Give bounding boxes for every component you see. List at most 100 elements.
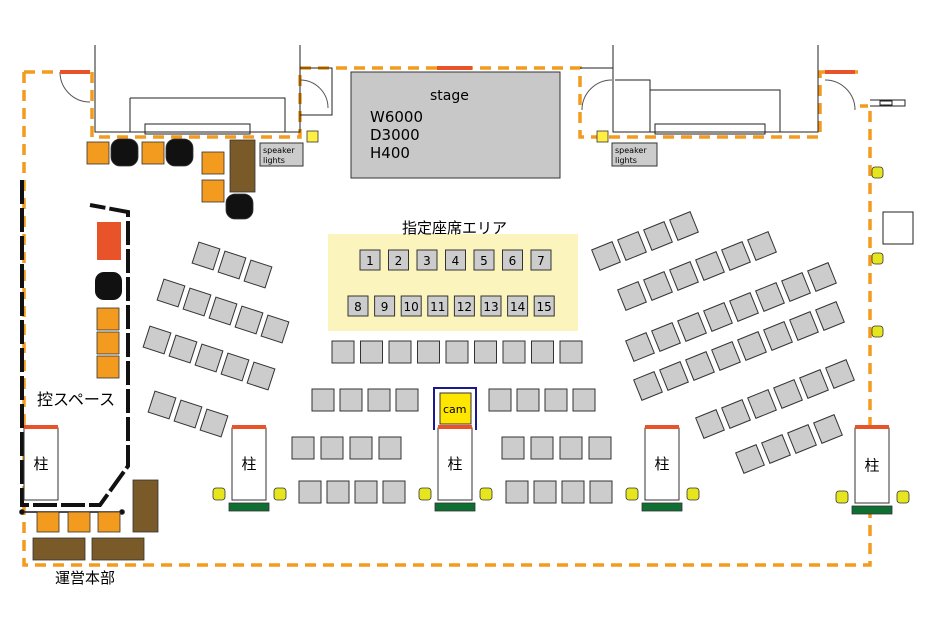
lamp bbox=[835, 490, 849, 504]
audience-seat bbox=[677, 312, 707, 342]
audience-seat bbox=[531, 340, 554, 364]
left-room bbox=[59, 45, 333, 135]
audience-seat bbox=[360, 340, 383, 364]
audience-seat bbox=[755, 282, 785, 312]
audience-seat bbox=[246, 361, 276, 391]
svg-text:lights: lights bbox=[615, 156, 637, 165]
audience-seat bbox=[417, 340, 440, 364]
audience-seat bbox=[721, 241, 751, 271]
camera-platform: cam bbox=[433, 387, 477, 430]
waiting-space-label: 控スペース bbox=[37, 390, 115, 409]
audience-seat bbox=[685, 351, 715, 381]
reserved-seat: 7 bbox=[530, 249, 552, 271]
audience-seat bbox=[501, 436, 525, 460]
pillar: 柱 bbox=[437, 425, 473, 501]
audience-seat bbox=[208, 296, 238, 326]
lamp bbox=[273, 487, 287, 501]
svg-text:12: 12 bbox=[457, 300, 472, 314]
svg-text:柱: 柱 bbox=[241, 455, 256, 473]
audience-seat bbox=[589, 480, 613, 504]
audience-seat bbox=[807, 262, 837, 292]
audience-seat bbox=[815, 301, 845, 331]
audience-seat bbox=[533, 480, 557, 504]
audience-seat bbox=[516, 388, 540, 412]
audience-seat bbox=[445, 340, 469, 364]
audience-seat bbox=[781, 272, 811, 302]
hq-label: 運営本部 bbox=[55, 569, 115, 587]
audience-seat bbox=[168, 334, 198, 364]
door-markers bbox=[60, 66, 855, 74]
stage-title: stage bbox=[430, 88, 469, 104]
svg-text:9: 9 bbox=[381, 300, 389, 314]
audience-seat bbox=[311, 388, 335, 412]
reserved-seat: 8 bbox=[347, 295, 369, 317]
audience-seat bbox=[669, 211, 699, 241]
audience-seat bbox=[703, 302, 733, 332]
pillar: 柱 bbox=[644, 425, 680, 501]
audience-seat bbox=[243, 259, 273, 289]
svg-text:10: 10 bbox=[404, 300, 419, 314]
audience-seat bbox=[695, 409, 725, 439]
svg-text:1: 1 bbox=[366, 254, 374, 268]
top-left-equipment bbox=[86, 138, 256, 220]
audience-seat bbox=[331, 340, 355, 364]
svg-text:柱: 柱 bbox=[447, 455, 462, 473]
lamp bbox=[418, 487, 432, 501]
svg-text:2: 2 bbox=[395, 254, 403, 268]
reserved-area-title: 指定座席エリア bbox=[402, 219, 507, 237]
audience-seat bbox=[721, 399, 751, 429]
audience-seat bbox=[747, 231, 777, 261]
reserved-seat: 4 bbox=[445, 249, 466, 271]
reserved-seat: 15 bbox=[533, 295, 555, 317]
audience-seat bbox=[711, 341, 741, 371]
svg-text:14: 14 bbox=[510, 300, 525, 314]
audience-seat bbox=[326, 480, 350, 504]
audience-seat bbox=[354, 480, 378, 504]
svg-text:3: 3 bbox=[423, 254, 431, 268]
reserved-seat: 2 bbox=[388, 249, 409, 271]
audience-seat bbox=[378, 436, 402, 460]
svg-text:speaker: speaker bbox=[263, 146, 295, 155]
audience-seat bbox=[530, 436, 554, 460]
audience-seat bbox=[395, 388, 419, 412]
right-room bbox=[580, 45, 906, 135]
audience-seat bbox=[617, 231, 647, 261]
pillar-base bbox=[641, 502, 683, 512]
audience-seat bbox=[298, 480, 322, 504]
audience-seat bbox=[194, 343, 224, 373]
speaker-lights-left: speaker lights bbox=[259, 130, 319, 167]
audience-seat bbox=[156, 278, 186, 308]
lamp bbox=[212, 487, 226, 501]
reserved-seat: 12 bbox=[453, 295, 475, 317]
svg-text:4: 4 bbox=[452, 254, 460, 268]
svg-text:8: 8 bbox=[354, 300, 362, 314]
audience-seat bbox=[773, 379, 803, 409]
lamp bbox=[896, 490, 910, 504]
audience-seat bbox=[502, 340, 526, 364]
audience-seat bbox=[643, 271, 673, 301]
audience-seat bbox=[763, 321, 793, 351]
svg-text:5: 5 bbox=[480, 254, 488, 268]
audience-seat bbox=[367, 388, 391, 412]
audience-seat bbox=[561, 480, 585, 504]
audience-seat bbox=[799, 369, 829, 399]
pillar-base bbox=[434, 502, 476, 512]
lamp bbox=[686, 487, 700, 501]
stage-depth: D3000 bbox=[370, 126, 420, 144]
audience-seat bbox=[320, 436, 344, 460]
audience-seat bbox=[695, 251, 725, 281]
svg-text:柱: 柱 bbox=[864, 457, 879, 475]
audience-seat bbox=[747, 389, 777, 419]
audience-seat bbox=[388, 340, 412, 364]
reserved-seat: 6 bbox=[502, 249, 523, 271]
svg-text:柱: 柱 bbox=[654, 455, 669, 473]
right-side-items bbox=[871, 166, 914, 338]
audience-seat bbox=[220, 352, 250, 382]
audience-seats bbox=[142, 211, 855, 504]
audience-seat bbox=[617, 281, 647, 311]
audience-seat bbox=[559, 436, 583, 460]
audience-seat bbox=[729, 292, 759, 322]
lamp bbox=[479, 487, 493, 501]
reserved-seat: 9 bbox=[374, 295, 396, 317]
